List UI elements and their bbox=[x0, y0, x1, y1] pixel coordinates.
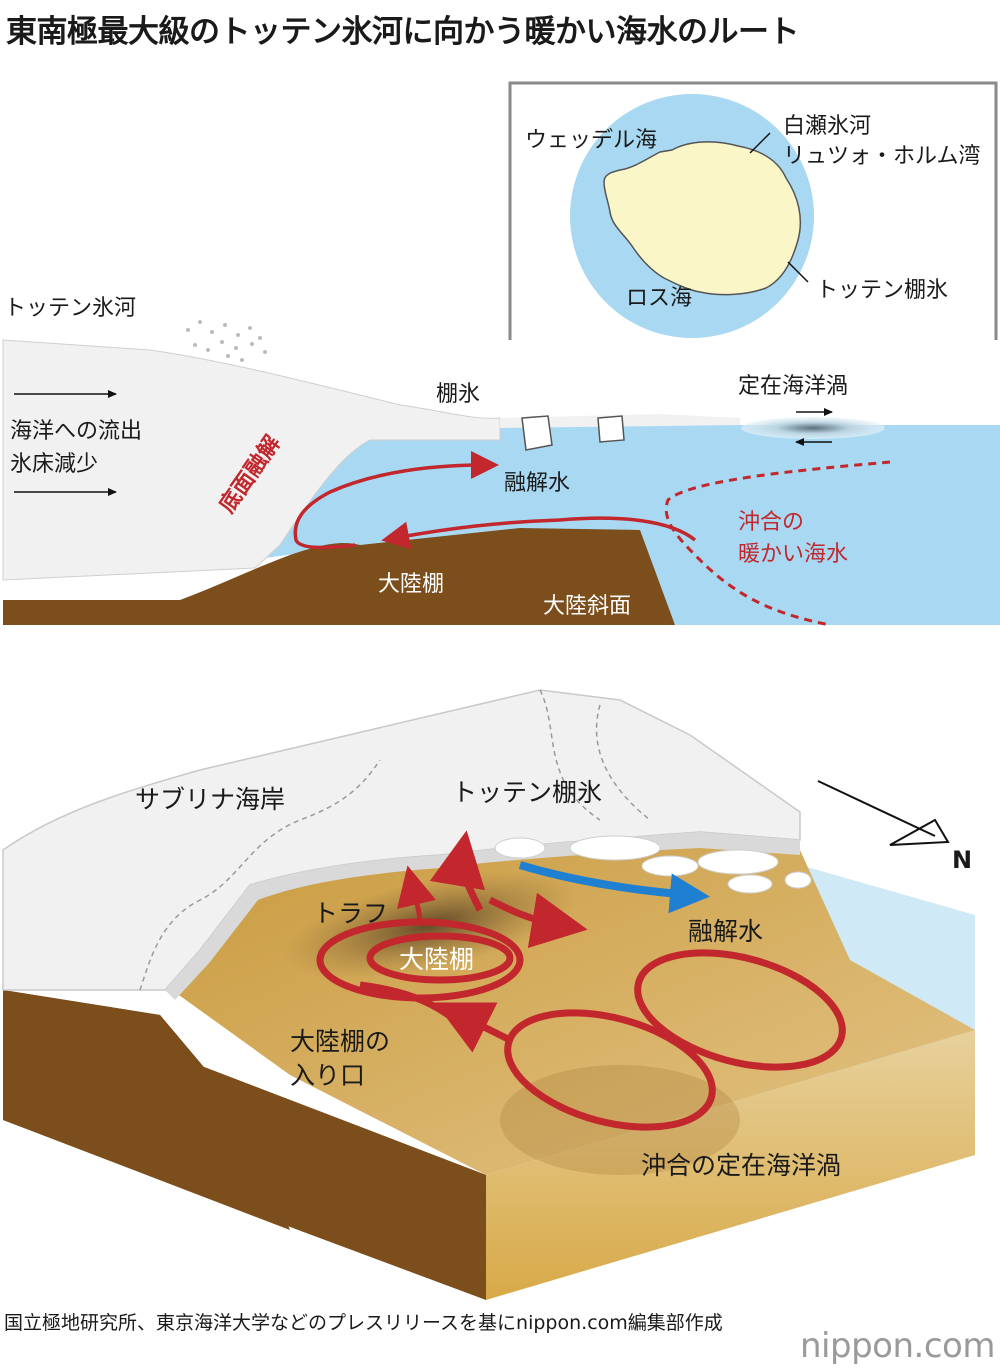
offshore-eddy-2 bbox=[634, 949, 846, 1071]
up-flow-1 bbox=[429, 830, 486, 912]
label-totten-ice-shelf-inset: トッテン棚氷 bbox=[816, 278, 949, 303]
label-shelf-entrance-1: 大陸棚の bbox=[290, 1027, 391, 1056]
label-meltwater-section: 融解水 bbox=[504, 471, 571, 496]
inset-map bbox=[508, 81, 998, 351]
standing-eddy-icon bbox=[741, 417, 885, 439]
label-ocean-outflow: 海洋への流出 bbox=[10, 419, 143, 444]
label-totten-glacier: トッテン氷河 bbox=[4, 296, 137, 321]
trough-flow bbox=[488, 892, 588, 949]
cross-section bbox=[2, 320, 1000, 627]
page-title: 東南極最大級のトッテン氷河に向かう暖かい海水のルート bbox=[6, 14, 800, 50]
block-front-wall bbox=[486, 1030, 975, 1300]
label-trough: トラフ bbox=[313, 899, 389, 928]
source-credit: 国立極地研究所、東京海洋大学などのプレスリリースを基にnippon.com編集部… bbox=[4, 1312, 723, 1334]
north-arrow-line bbox=[817, 780, 936, 837]
antarctica-shape bbox=[603, 141, 802, 296]
label-continental-shelf-section: 大陸棚 bbox=[378, 572, 445, 597]
label-sabrina-coast: サブリナ海岸 bbox=[135, 785, 286, 814]
warm-water-arrow bbox=[381, 516, 697, 550]
iceberg bbox=[597, 415, 625, 443]
warm-water-circulation bbox=[316, 830, 846, 1131]
label-offshore-warm-2: 暖かい海水 bbox=[738, 542, 849, 567]
snow-dots bbox=[186, 320, 267, 362]
inflow-arrow bbox=[434, 1002, 512, 1053]
north-arrow-head bbox=[889, 818, 950, 846]
nippon-logo: nippon.com bbox=[800, 1326, 995, 1366]
section-ocean bbox=[250, 425, 1000, 625]
meltwater-arrow bbox=[293, 451, 499, 550]
north-label: N bbox=[952, 846, 973, 874]
label-lutzow-holm-bay: リュツォ・ホルム湾 bbox=[783, 144, 981, 169]
label-ross-sea: ロス海 bbox=[626, 286, 693, 311]
meltwater-flow-arrow bbox=[518, 861, 710, 914]
label-ice-sheet-loss: 氷床減少 bbox=[10, 452, 99, 477]
iceberg bbox=[521, 415, 553, 451]
label-continental-slope: 大陸斜面 bbox=[543, 594, 632, 619]
shelf-gyre-inner bbox=[366, 932, 514, 984]
label-offshore-warm-1: 沖合の bbox=[738, 510, 805, 535]
block-icebergs bbox=[494, 835, 812, 894]
label-shirase-glacier: 白瀬氷河 bbox=[783, 114, 872, 139]
label-offshore-eddy: 沖合の定在海洋渦 bbox=[641, 1151, 842, 1180]
bedrock bbox=[3, 528, 675, 625]
label-ice-shelf: 棚氷 bbox=[436, 382, 481, 407]
label-continental-shelf-block: 大陸棚 bbox=[399, 945, 475, 974]
label-standing-eddy: 定在海洋渦 bbox=[738, 374, 849, 399]
label-meltwater-block: 融解水 bbox=[688, 917, 764, 946]
label-weddell-sea: ウェッデル海 bbox=[525, 128, 658, 153]
glacier-ice bbox=[2, 339, 501, 581]
label-shelf-entrance-2: 入り口 bbox=[290, 1061, 366, 1090]
ice-shelf-edge bbox=[165, 832, 800, 1000]
slope-shadow bbox=[500, 1065, 740, 1175]
label-totten-ice-shelf: トッテン棚氷 bbox=[452, 778, 603, 807]
block-diagram bbox=[2, 689, 975, 1300]
up-flow-2 bbox=[397, 865, 436, 926]
